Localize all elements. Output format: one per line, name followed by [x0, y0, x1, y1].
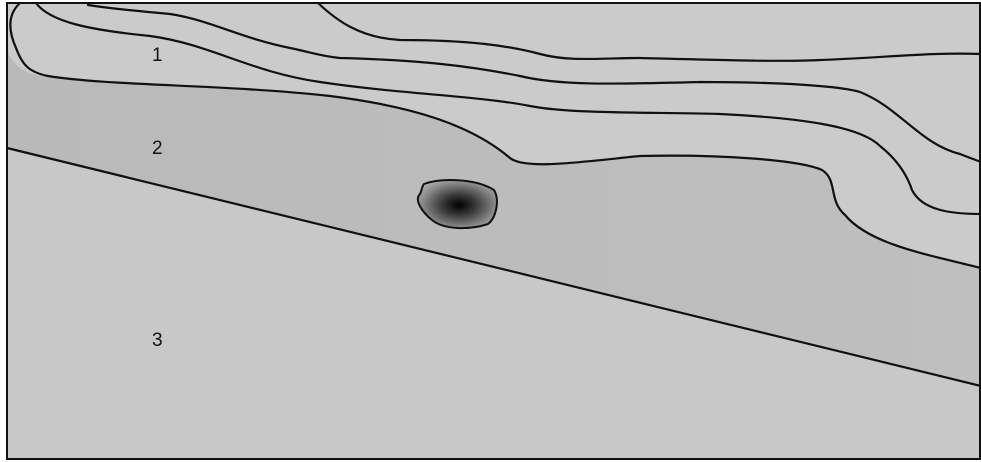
label-layer-2: 2 [152, 138, 163, 159]
label-layer-1: 1 [152, 45, 163, 66]
label-layer-3: 3 [152, 330, 163, 351]
